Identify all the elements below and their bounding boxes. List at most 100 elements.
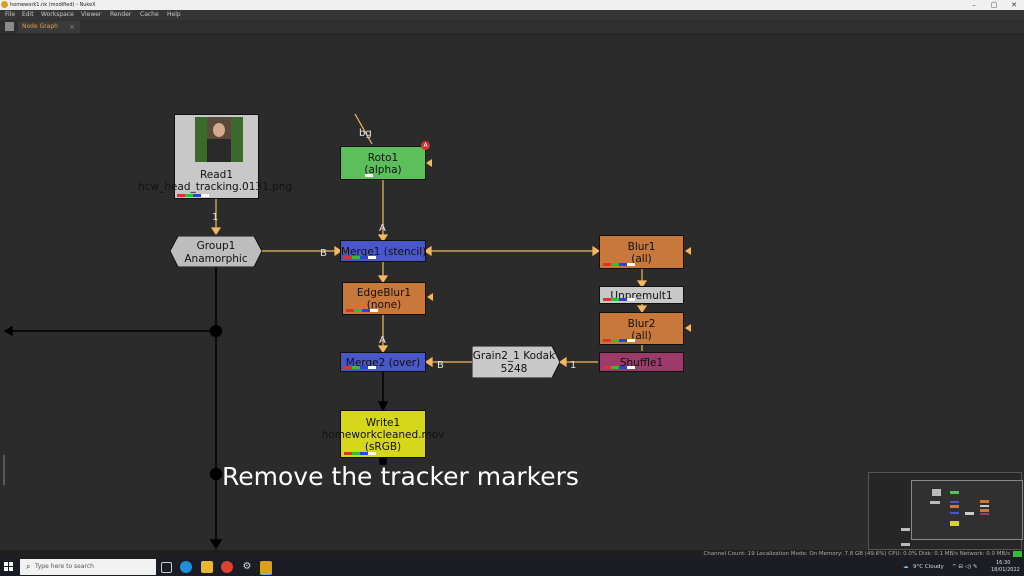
merge1-to-edgeblur-arrow [377, 275, 389, 284]
panel-menu-icon[interactable] [5, 22, 14, 31]
group1-sub: Anamorphic [184, 253, 248, 265]
menu-help[interactable]: Help [167, 11, 181, 18]
edgeblur1-sub: (none) [366, 299, 402, 311]
node-roto1[interactable]: Roto1 (alpha) [340, 146, 426, 180]
write1-file: homeworkcleaned.mov [321, 429, 445, 441]
windows-start-icon[interactable] [4, 562, 14, 572]
task-view-icon[interactable] [161, 562, 172, 573]
file-explorer-icon[interactable] [201, 561, 213, 573]
tab-close-icon[interactable]: × [69, 23, 75, 31]
windows-taskbar: ⌕ Type here to search ⚙ ☁ 9°C Cloudy ^ ⊟… [0, 558, 1024, 576]
node-merge1[interactable]: Merge1 (stencil) [340, 240, 426, 262]
edge-browser-icon[interactable] [180, 561, 192, 573]
node-grain2-1[interactable] [472, 346, 560, 378]
read1-thumbnail [195, 117, 243, 162]
roto-bg-wire [354, 113, 373, 145]
weather-icon: ☁ [903, 564, 909, 570]
minimize-button[interactable]: – [972, 1, 976, 9]
group1-label: Group1 [196, 240, 236, 252]
write1-label: Write1 [365, 417, 401, 429]
status-indicator [1013, 551, 1022, 557]
roto1-sub: (alpha) [364, 164, 402, 176]
minimap-viewport[interactable] [911, 480, 1023, 540]
merge1-to-blur1-arrow [592, 245, 601, 257]
blur2-mask-input[interactable] [685, 324, 691, 332]
blur2-sub: (all) [631, 330, 652, 342]
tray-icons[interactable]: ^ ⊟ ◁) ✎ [952, 564, 978, 570]
grain-to-merge2-arrow [424, 356, 433, 368]
merge2-input-label-a: A [379, 335, 386, 346]
blur1-to-merge1-arrow [423, 245, 432, 257]
grain2-1-input-label-1: 1 [570, 360, 577, 371]
edgeblur1-mask-input[interactable] [427, 293, 433, 301]
nuke-taskbar-icon[interactable] [260, 561, 272, 575]
blur1-mask-input[interactable] [685, 247, 691, 255]
video-subtitle: Remove the tracker markers [222, 462, 579, 491]
write-output-marker [379, 457, 387, 465]
menu-viewer[interactable]: Viewer [81, 11, 102, 18]
merge1-input-label-a: A [379, 223, 386, 234]
node-graph-canvas[interactable] [0, 35, 1024, 550]
group1-input-label-1: 1 [212, 212, 219, 223]
menu-workspace[interactable]: Workspace [41, 11, 74, 18]
maximize-button[interactable]: ▢ [990, 1, 998, 9]
read1-channel-strip [177, 194, 211, 197]
chrome-icon[interactable] [221, 561, 233, 573]
menu-cache[interactable]: Cache [140, 11, 159, 18]
settings-gear-icon[interactable]: ⚙ [242, 561, 252, 572]
close-button[interactable]: ✕ [1011, 1, 1017, 9]
merge1-label: Merge1 (stencil) [341, 246, 427, 258]
node-unpremult1[interactable]: Unpremult1 [599, 286, 684, 304]
blur2-label: Blur2 [627, 318, 656, 330]
blur1-label: Blur1 [627, 241, 656, 253]
blur1-to-unpremult-arrow [636, 280, 648, 289]
taskbar-search-box[interactable]: ⌕ Type here to search [20, 559, 156, 575]
shuffle-to-grain-arrow [558, 356, 567, 368]
merge2-input-label-b: B [437, 360, 444, 371]
menu-file[interactable]: File [5, 11, 16, 18]
node-blur1[interactable]: Blur1 (all) [599, 235, 684, 269]
menu-bar: File Edit Workspace Viewer Render Cache … [0, 10, 1024, 20]
menu-edit[interactable]: Edit [22, 11, 34, 18]
clock-time: 16:30 [996, 560, 1011, 566]
clock-date: 18/01/2022 [991, 567, 1020, 573]
roto1-mask-input[interactable] [426, 159, 432, 167]
tab-label: Node Graph [22, 23, 58, 30]
search-placeholder: Type here to search [35, 563, 94, 570]
nuke-app-icon [1, 1, 8, 8]
group1-text: Group1 Anamorphic [170, 240, 262, 266]
window-title: homework1.nk (modified) - NukeX [10, 2, 96, 8]
blur1-sub: (all) [631, 253, 652, 265]
grain2-1-text: Grain2_1 Kodak 5248 [472, 350, 556, 376]
node-write1[interactable]: Write1 homeworkcleaned.mov (sRGB) [322, 410, 444, 458]
search-icon: ⌕ [26, 562, 31, 571]
branch-left-arrow [3, 325, 13, 337]
status-bar: Channel Count: 19 Localization Mode: On … [0, 550, 1024, 558]
node-shuffle1[interactable]: Shuffle1 [599, 352, 684, 372]
tab-node-graph[interactable]: Node Graph × [18, 21, 80, 33]
tab-bar: Node Graph × [0, 20, 1024, 35]
group-to-merge1-arrow [334, 245, 343, 257]
weather-text: 9°C Cloudy [913, 564, 944, 570]
dot-node-1 [209, 324, 223, 338]
node-read1[interactable]: Read1 [174, 114, 259, 199]
node-group1[interactable] [170, 236, 262, 267]
roto1-input-label-bg: bg [359, 128, 372, 139]
write1-sub: (sRGB) [364, 441, 402, 453]
roto-to-merge1-arrow [377, 234, 389, 243]
merge1-input-label-b: B [320, 248, 327, 259]
merge2-to-write-arrow [377, 401, 389, 412]
read1-file-label: hcw_head_tracking.0131.png [138, 181, 293, 193]
node-merge2[interactable]: Merge2 (over) [340, 352, 426, 372]
menu-render[interactable]: Render [110, 11, 132, 18]
edgeblur-to-merge2-arrow [377, 345, 389, 354]
node-graph-minimap[interactable] [868, 472, 1023, 550]
node-blur2[interactable]: Blur2 (all) [599, 312, 684, 345]
unpremult-to-blur2-arrow [636, 305, 648, 314]
node-edgeblur1[interactable]: EdgeBlur1 (none) [342, 282, 426, 315]
grain2-1-label: Grain2_1 [472, 350, 520, 362]
status-text: Channel Count: 19 Localization Mode: On … [703, 551, 1010, 557]
read1-label: Read1 [199, 169, 234, 181]
title-bar: homework1.nk (modified) - NukeX – ▢ ✕ [0, 0, 1024, 10]
